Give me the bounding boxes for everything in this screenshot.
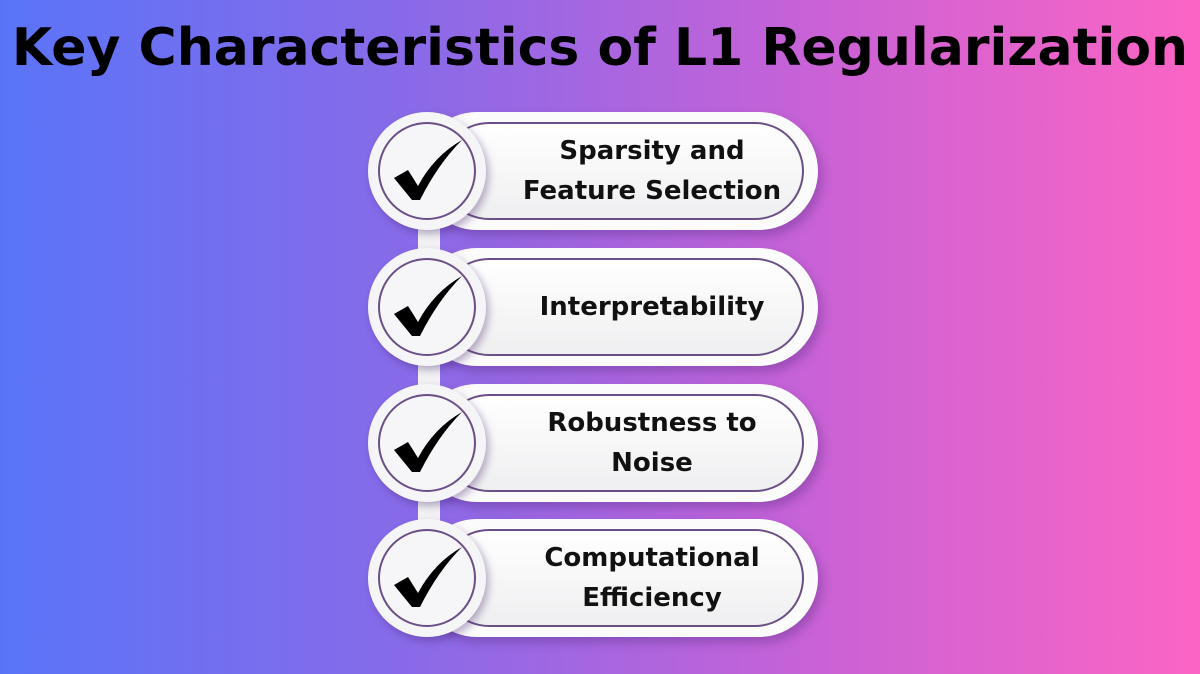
checkmark-icon [394,276,462,336]
item-label: Interpretability [539,292,765,322]
checkmark-icon [394,412,462,472]
item-label: Robustness to Noise [547,408,757,478]
list-item: Interpretability [368,248,818,368]
page-title: Key Characteristics of L1 Regularization [11,18,1189,78]
connector-line [418,225,440,255]
connector-line [418,496,440,526]
list-item: Sparsity and Feature Selection [368,112,818,232]
list-item: Robustness to Noise [368,384,818,504]
check-badge [368,248,486,366]
item-pill: Robustness to Noise [418,384,818,502]
checkmark-icon [394,547,462,607]
list-item: Computational Efficiency [368,519,818,639]
checkmark-icon [394,140,462,200]
item-label: Sparsity and Feature Selection [522,136,782,206]
check-badge [368,112,486,230]
check-badge [368,519,486,637]
connector-line [418,360,440,390]
check-badge [368,384,486,502]
item-label: Computational Efficiency [544,543,760,613]
item-pill: Computational Efficiency [418,519,818,637]
